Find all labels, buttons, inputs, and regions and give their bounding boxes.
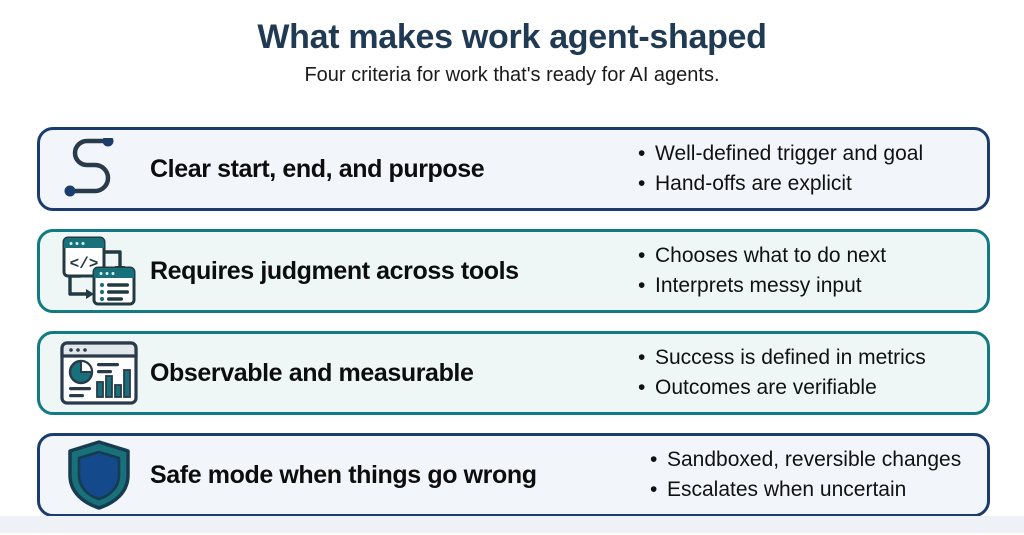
card-title: Observable and measurable: [150, 358, 474, 387]
shield-icon: [40, 436, 150, 514]
route-flag-icon: [40, 130, 150, 208]
criteria-card-safe-mode-when-things-go-wrong: Safe mode when things go wrong Sandboxed…: [37, 433, 990, 517]
criteria-card-list: Clear start, end, and purpose Well-defin…: [37, 127, 990, 535]
bullet-item: Sandboxed, reversible changes: [650, 445, 961, 475]
bullet-item: Outcomes are verifiable: [638, 373, 926, 403]
criteria-card-clear-start-end-purpose: Clear start, end, and purpose Well-defin…: [37, 127, 990, 211]
code-to-list-windows-icon: </>: [40, 232, 150, 310]
bullet-item: Escalates when uncertain: [650, 475, 961, 505]
bullet-item: Success is defined in metrics: [638, 343, 926, 373]
svg-text:</>: </>: [70, 255, 99, 273]
criteria-card-requires-judgment-across-tools: </> Requires judgment across tools: [37, 229, 990, 313]
bullet-item: Well-defined trigger and goal: [638, 139, 923, 169]
card-bullets: Well-defined trigger and goal Hand-offs …: [638, 139, 923, 199]
bullet-item: Hand-offs are explicit: [638, 169, 923, 199]
analytics-dashboard-icon: [40, 334, 150, 412]
criteria-card-observable-and-measurable: Observable and measurable Success is def…: [37, 331, 990, 415]
bottom-strip: [0, 516, 1024, 533]
header: What makes work agent-shaped Four criter…: [0, 16, 1024, 88]
card-title: Clear start, end, and purpose: [150, 154, 485, 183]
card-bullets: Sandboxed, reversible changes Escalates …: [650, 445, 961, 505]
page-title: What makes work agent-shaped: [257, 18, 767, 56]
bullet-item: Interprets messy input: [638, 271, 886, 301]
card-title: Safe mode when things go wrong: [150, 460, 537, 489]
bullet-item: Chooses what to do next: [638, 241, 886, 271]
card-bullets: Chooses what to do next Interprets messy…: [638, 241, 886, 301]
card-bullets: Success is defined in metrics Outcomes a…: [638, 343, 926, 403]
page-subtitle: Four criteria for work that's ready for …: [304, 64, 720, 86]
card-title: Requires judgment across tools: [150, 256, 519, 285]
